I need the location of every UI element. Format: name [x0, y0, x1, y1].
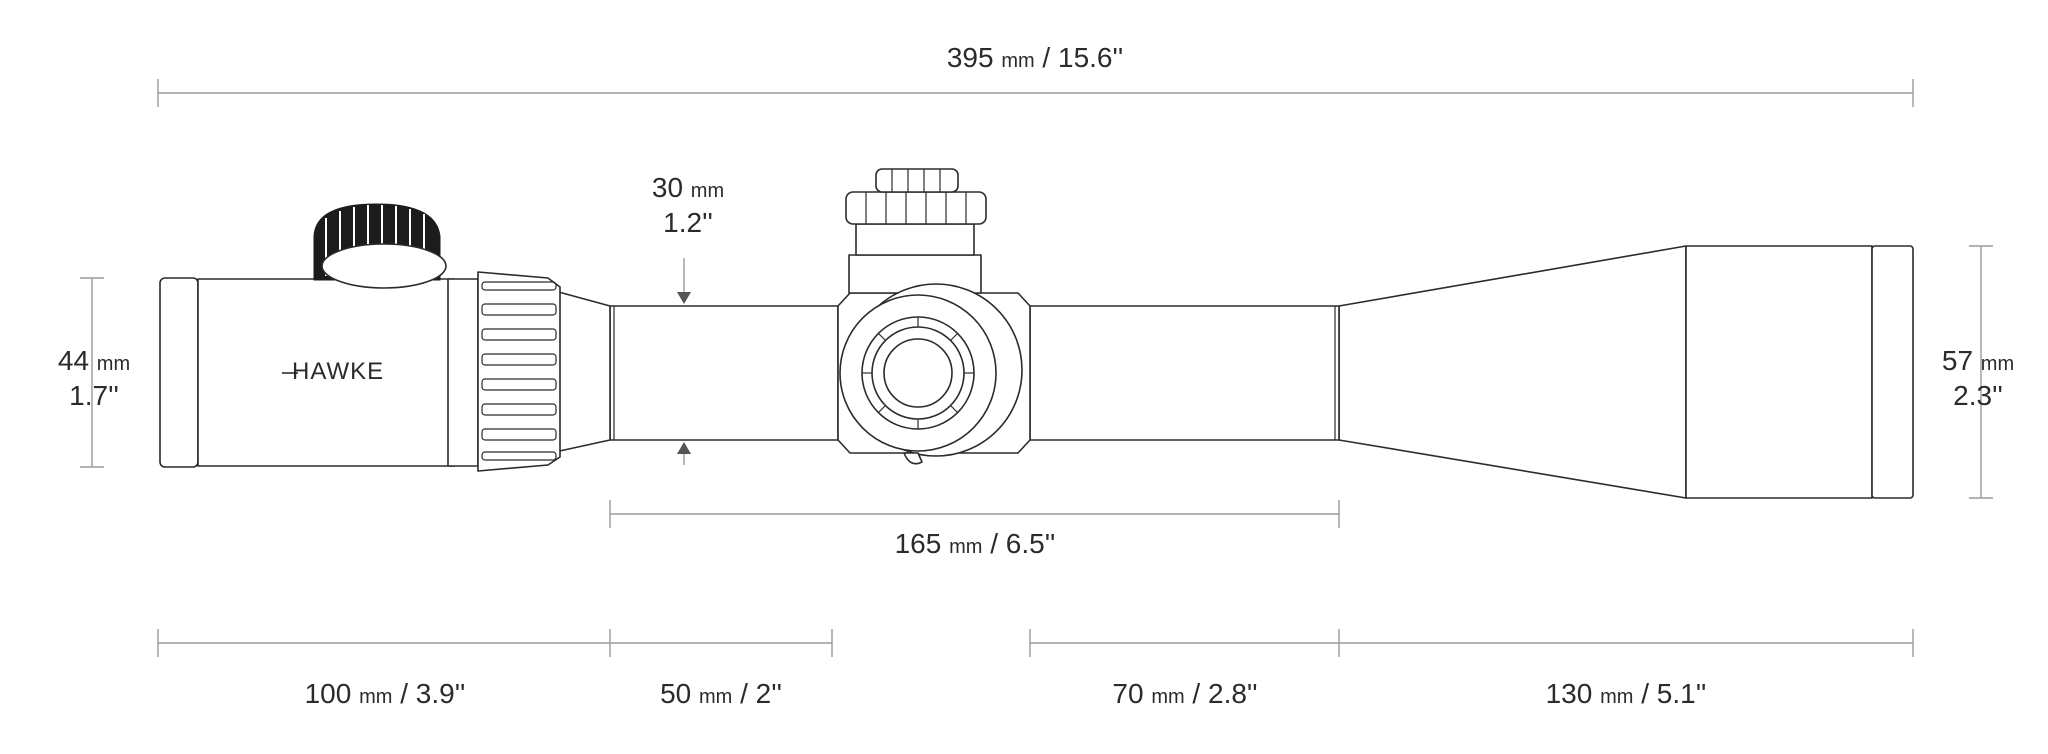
overall-length-mm: 395	[946, 42, 994, 73]
section-dimension-line	[157, 629, 1914, 657]
front-tube-section-unit: mm	[699, 686, 733, 708]
power-ring-taper	[554, 290, 611, 453]
mounting-length-sep: /	[982, 528, 1006, 559]
objective-section-inch: 5.1''	[1656, 678, 1707, 709]
objective-diameter-label: 57 mm 2.3''	[1942, 345, 2014, 412]
eyepiece-section-sep: /	[392, 678, 416, 709]
objective-bell	[1338, 245, 1914, 499]
objective-height-dimension-line	[1969, 245, 1993, 499]
eyepiece-section-mm: 100	[304, 678, 352, 709]
eyepiece	[159, 277, 479, 468]
tube-diameter-unit: mm	[690, 180, 725, 202]
eyepiece-section-inch: 3.9''	[415, 678, 466, 709]
tube-diameter-label: 30 mm 1.2''	[652, 172, 724, 239]
tube-diameter-inch: 1.2''	[663, 207, 713, 238]
eyepiece-diameter-mm: 44	[57, 345, 90, 376]
overall-length-label: 395 mm / 15.6''	[947, 42, 1123, 77]
rear-tube-section-label: 70 mm / 2.8''	[1112, 678, 1257, 713]
overall-length-dimension-line	[157, 79, 1914, 107]
front-tube-section-sep: /	[732, 678, 756, 709]
main-tube	[609, 305, 1340, 441]
rear-tube-section-mm: 70	[1112, 678, 1144, 709]
rear-tube-section-inch: 2.8''	[1207, 678, 1258, 709]
objective-diameter-unit: mm	[1980, 353, 2015, 375]
mounting-length-unit: mm	[949, 536, 983, 558]
brand-logo: HAWKE	[292, 358, 385, 385]
eyepiece-diameter-unit: mm	[96, 353, 131, 375]
eyepiece-section-unit: mm	[359, 686, 393, 708]
overall-length-inch: 15.6''	[1057, 42, 1124, 73]
objective-section-sep: /	[1633, 678, 1657, 709]
objective-section-unit: mm	[1600, 686, 1634, 708]
tube-diameter-arrows	[677, 258, 691, 465]
power-ring	[477, 271, 561, 472]
front-tube-section-inch: 2''	[755, 678, 782, 709]
mounting-length-mm: 165	[894, 528, 942, 559]
front-tube-section-mm: 50	[660, 678, 692, 709]
eyepiece-height-dimension-line	[80, 277, 104, 468]
rear-tube-section-unit: mm	[1151, 686, 1185, 708]
objective-diameter-mm: 57	[1941, 345, 1974, 376]
mounting-length-dimension-line	[609, 500, 1340, 528]
mounting-length-inch: 6.5''	[1005, 528, 1056, 559]
windage-turret	[839, 283, 1023, 465]
mounting-length-label: 165 mm / 6.5''	[895, 528, 1056, 563]
eyepiece-diameter-label: 44 mm 1.7''	[58, 345, 130, 412]
illumination-dial	[313, 203, 447, 289]
overall-length-sep: /	[1034, 42, 1058, 73]
eyepiece-diameter-inch: 1.7''	[69, 380, 119, 411]
rear-tube-section-sep: /	[1184, 678, 1208, 709]
overall-length-unit: mm	[1001, 50, 1035, 72]
eyepiece-section-label: 100 mm / 3.9''	[305, 678, 466, 713]
objective-section-mm: 130	[1545, 678, 1593, 709]
objective-section-label: 130 mm / 5.1''	[1546, 678, 1707, 713]
tube-diameter-mm: 30	[651, 172, 684, 203]
objective-diameter-inch: 2.3''	[1953, 380, 2003, 411]
front-tube-section-label: 50 mm / 2''	[660, 678, 782, 713]
elevation-turret	[845, 168, 987, 294]
